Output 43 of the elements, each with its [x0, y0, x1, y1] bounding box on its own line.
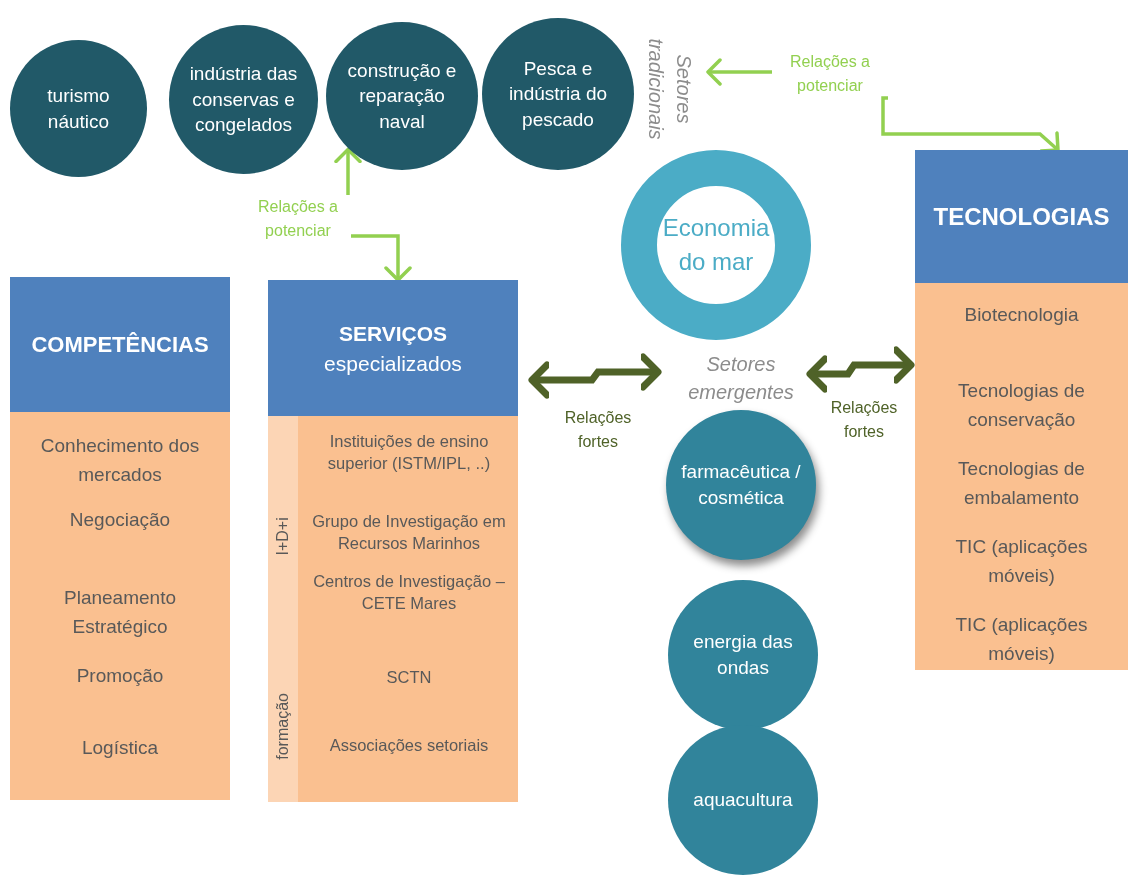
- list-item: Logística: [80, 736, 159, 760]
- panel-title: SERVIÇOS: [338, 320, 448, 347]
- sector-label: energia das ondas: [692, 630, 794, 680]
- sector-label: construção e reparação naval: [346, 58, 458, 134]
- connector-arrow: [351, 234, 412, 282]
- sector-label: farmacêutica / cosmética: [680, 460, 802, 510]
- sector-label: turismo náutico: [46, 83, 111, 134]
- list-item: Biotecnologia: [963, 303, 1080, 327]
- list-item: SCTN: [385, 667, 433, 688]
- strip-label: formação: [272, 692, 292, 762]
- list-item: Planeamento Estratégico: [63, 586, 177, 639]
- connector-arrow: [528, 353, 662, 399]
- list-item: Instituições de ensino superior (ISTM/IPL, ..): [326, 431, 492, 475]
- strip-label: I+D+i: [272, 516, 292, 558]
- sector-label: indústria das conservas e congelados: [188, 62, 299, 138]
- panel-subtitle: especializados: [324, 351, 462, 378]
- connector-arrow: [334, 147, 362, 195]
- list-item: Promoção: [75, 664, 165, 688]
- connector-arrow: [706, 58, 772, 86]
- list-item: Conhecimento dos mercados: [39, 434, 201, 487]
- connector-arrow: [881, 96, 1060, 153]
- list-item: Tecnologias de embalamento: [957, 457, 1086, 510]
- list-item: TIC (aplicações móveis): [954, 535, 1089, 588]
- list-item: Associações setoriais: [328, 735, 490, 756]
- category-panel: [915, 150, 1128, 670]
- sector-label: Pesca e indústria do pescado: [507, 56, 609, 132]
- section-label: Setores emergentes: [687, 352, 795, 405]
- category-panel: [10, 277, 230, 800]
- relation-note: Relações a potenciar: [788, 52, 871, 96]
- list-item: TIC (aplicações móveis): [954, 613, 1089, 666]
- connector-arrow: [806, 346, 915, 393]
- side-strip: [268, 416, 298, 802]
- list-item: Tecnologias de conservação: [957, 379, 1086, 432]
- panel-title: TECNOLOGIAS: [933, 202, 1110, 231]
- sector-label: aquacultura: [692, 788, 794, 813]
- list-item: Negociação: [68, 508, 172, 532]
- panel-title: COMPETÊNCIAS: [31, 331, 209, 358]
- category-panel: [268, 280, 518, 802]
- center-title: Economia do mar: [661, 213, 771, 277]
- list-item: Centros de Investigação – CETE Mares: [312, 571, 506, 615]
- relation-note: Relações a potenciar: [256, 197, 339, 241]
- list-item: Grupo de Investigação em Recursos Marinhos: [311, 511, 507, 555]
- section-label: Setores tradicionais: [644, 37, 696, 142]
